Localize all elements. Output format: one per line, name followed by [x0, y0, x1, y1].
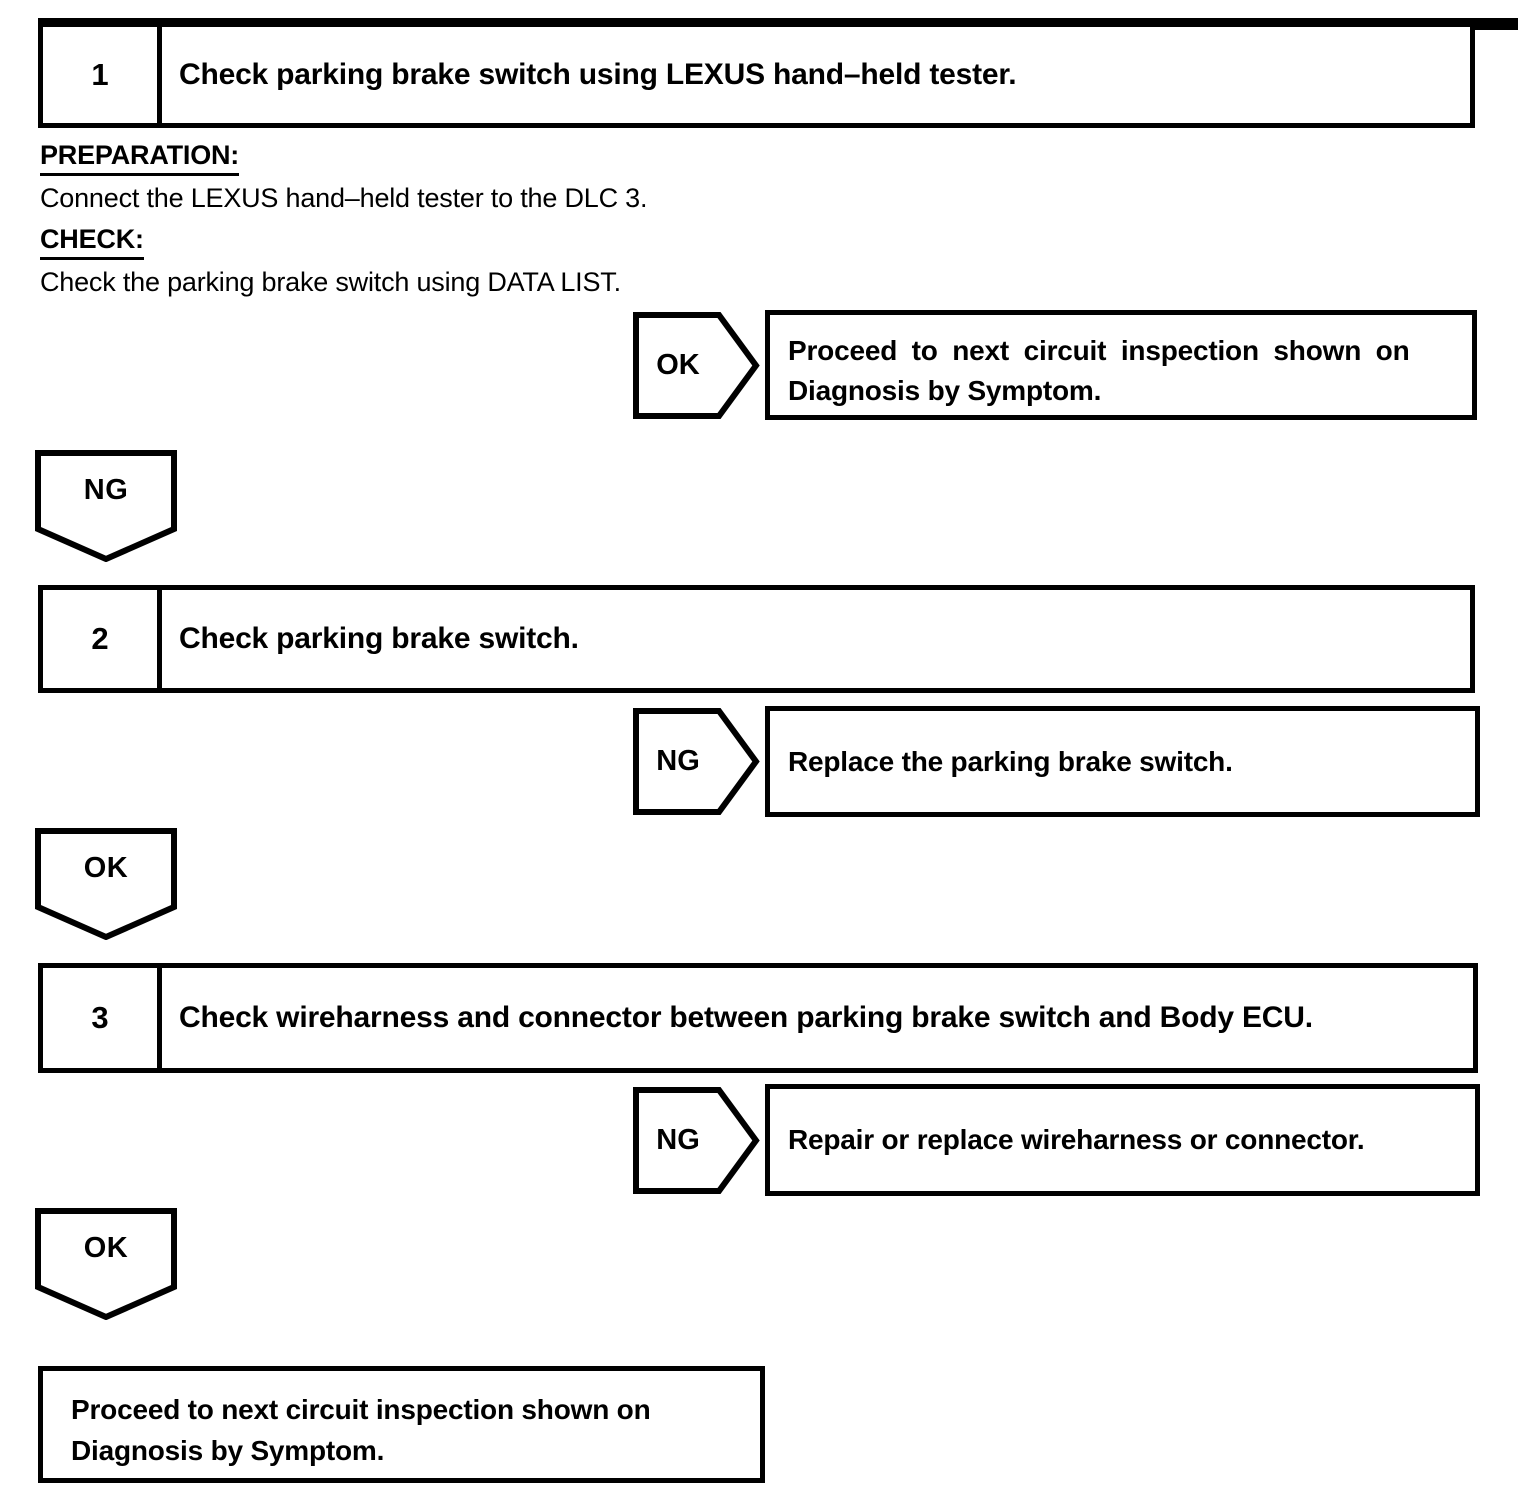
step-1-box: 1 Check parking brake switch using LEXUS…: [38, 22, 1475, 128]
step-1-title: Check parking brake switch using LEXUS h…: [179, 58, 1017, 91]
branch-box-proceed-line2: Diagnosis by Symptom.: [788, 375, 1102, 406]
branch-box-proceed-line1: Proceed to next circuit inspection shown…: [788, 335, 1410, 366]
ok-down-connector-2: OK: [35, 1208, 177, 1320]
right-arrow-pentagon-icon: [633, 312, 760, 419]
ng-arrow-label-2: NG: [656, 1124, 700, 1156]
ok-down-label-2: OK: [83, 1231, 129, 1264]
check-text: Check the parking brake switch using DAT…: [40, 267, 621, 297]
branch-box-repair-wireharness-line1: Repair or replace wireharness or connect…: [788, 1124, 1365, 1155]
right-arrow-pentagon-icon: [633, 708, 760, 815]
step-2-title: Check parking brake switch.: [179, 622, 579, 655]
preparation-text: Connect the LEXUS hand–held tester to th…: [40, 183, 648, 213]
down-pentagon-icon: [35, 828, 177, 940]
branch-box-replace-switch: Replace the parking brake switch.: [765, 706, 1480, 817]
preparation-label: PREPARATION:: [40, 140, 239, 176]
step-1-number: 1: [43, 27, 162, 123]
check-label: CHECK:: [40, 224, 144, 260]
ng-down-label: NG: [83, 473, 129, 506]
right-arrow-pentagon-icon: [633, 1087, 760, 1194]
ng-down-connector: NG: [35, 450, 177, 562]
step-3-number: 3: [43, 968, 162, 1068]
down-pentagon-icon: [35, 450, 177, 562]
ok-arrow-label-1: OK: [656, 349, 700, 381]
step-3-title: Check wireharness and connector between …: [179, 1001, 1313, 1034]
step-3-box: 3 Check wireharness and connector betwee…: [38, 963, 1478, 1073]
ok-arrow-connector-1: OK: [633, 312, 760, 419]
branch-box-proceed: Proceed to next circuit inspection shown…: [765, 310, 1477, 420]
ng-arrow-connector-2: NG: [633, 1087, 760, 1194]
terminal-box: Proceed to next circuit inspection shown…: [38, 1366, 765, 1483]
step-1-details: PREPARATION: Connect the LEXUS hand–held…: [40, 140, 1140, 308]
step-2-box: 2 Check parking brake switch.: [38, 585, 1475, 693]
branch-box-repair-wireharness: Repair or replace wireharness or connect…: [765, 1084, 1480, 1196]
branch-box-replace-switch-line1: Replace the parking brake switch.: [788, 745, 1233, 777]
ok-down-label-1: OK: [83, 851, 129, 884]
terminal-line2: Diagnosis by Symptom.: [71, 1435, 385, 1466]
ng-arrow-connector-1: NG: [633, 708, 760, 815]
ng-arrow-label-1: NG: [656, 745, 700, 777]
step-2-number: 2: [43, 590, 162, 688]
terminal-line1: Proceed to next circuit inspection shown…: [71, 1394, 651, 1425]
down-pentagon-icon: [35, 1208, 177, 1320]
ok-down-connector-1: OK: [35, 828, 177, 940]
